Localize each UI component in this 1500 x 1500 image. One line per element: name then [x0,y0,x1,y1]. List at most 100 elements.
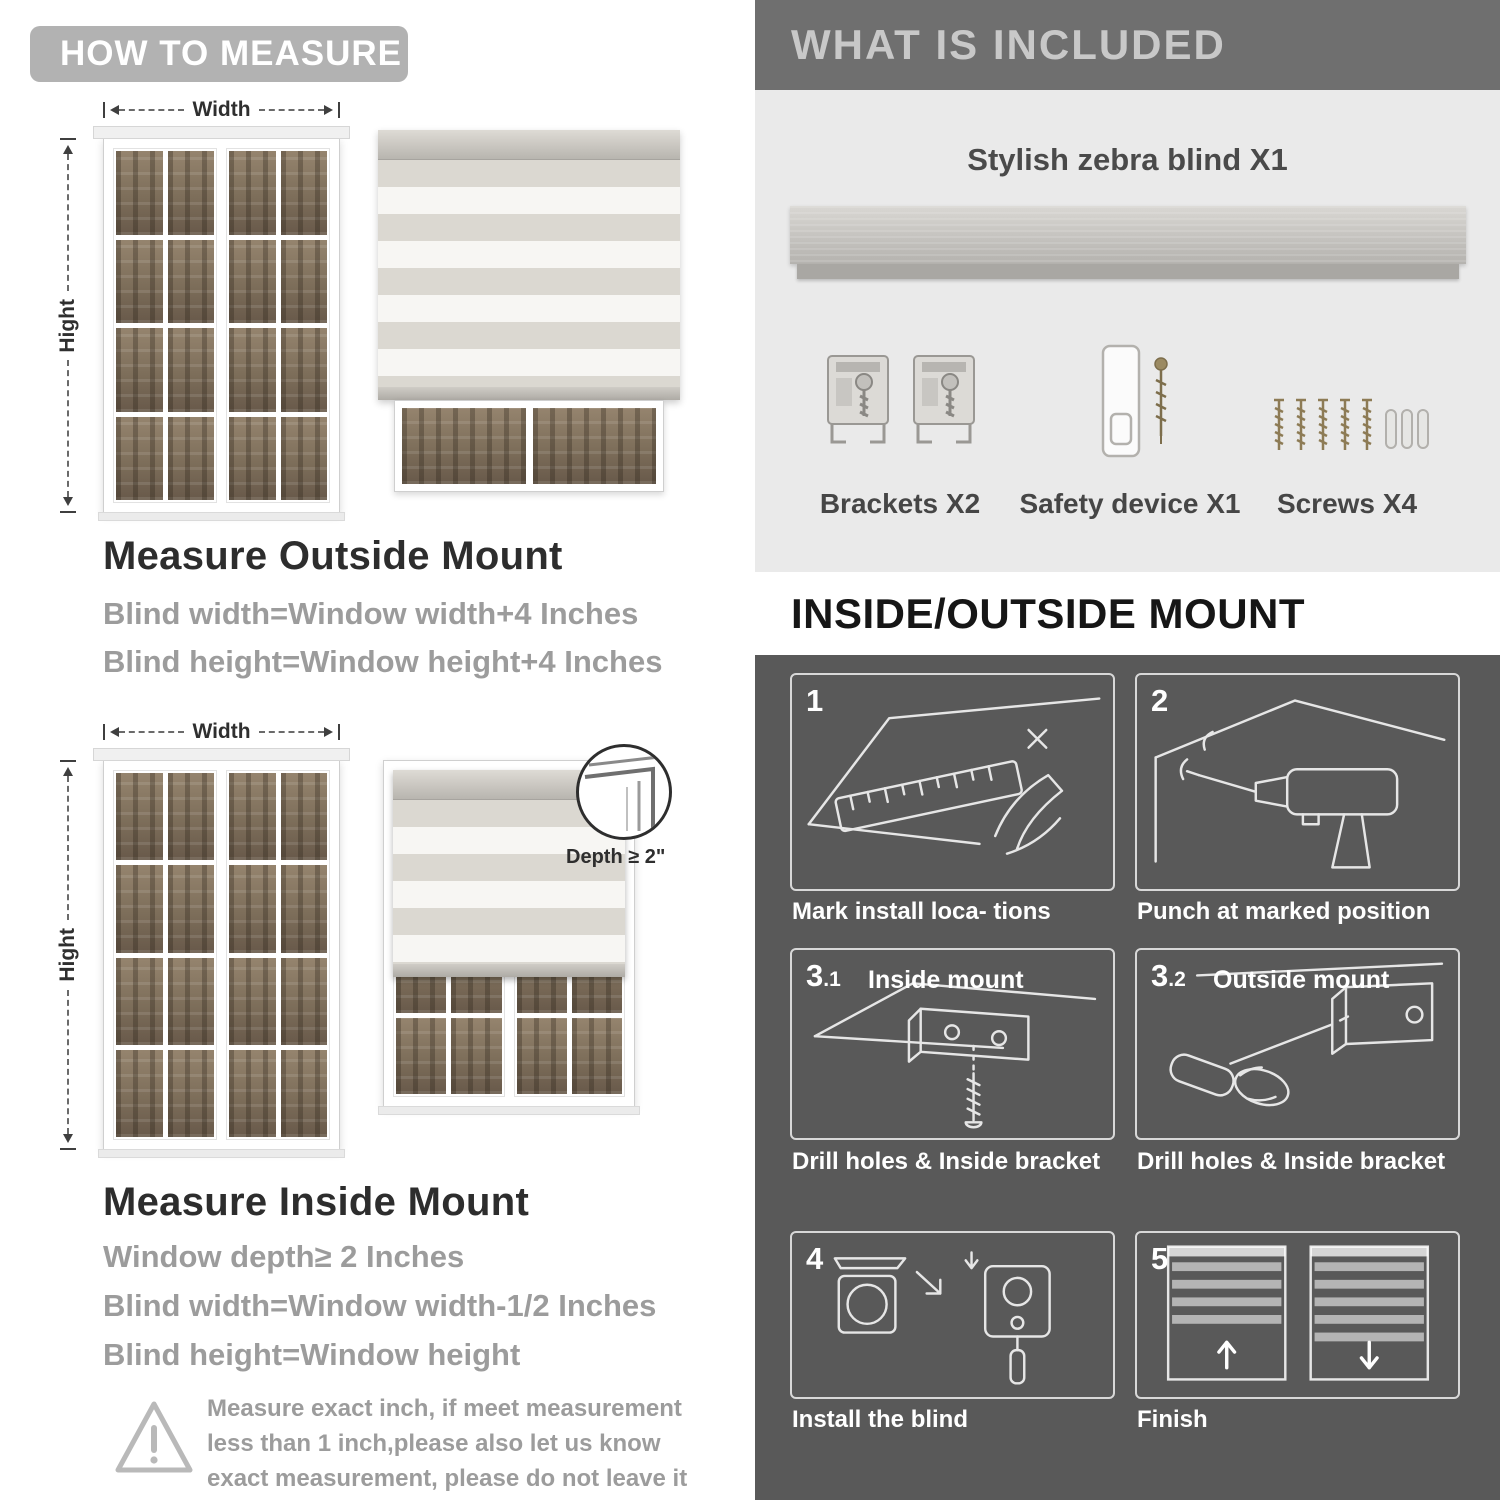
window-pane [116,328,163,412]
window-under-blind [394,400,664,492]
step-panel-4: 4 [790,1231,1115,1399]
window-pane [229,1049,276,1137]
window-sill [378,1106,640,1115]
window-pane [402,408,526,484]
arrow-right-icon [324,727,338,737]
window-pane [116,416,163,500]
inside-mount-rule-depth: Window depth≥ 2 Inches [103,1239,465,1274]
what-is-included-title: WHAT IS INCLUDED [791,21,1226,68]
arrow-up-icon [63,140,73,154]
step-number: 1 [806,683,824,718]
depth-requirement-label: Depth ≥ 2" [566,846,666,868]
step-number: 3.2 [1151,958,1186,993]
measure-dash [67,154,69,291]
safety-device-label: Safety device X1 [1019,488,1241,519]
step-title: Inside mount [868,966,1024,994]
window-pane [116,865,163,953]
inside-mount-rule-height: Blind height=Window height [103,1337,521,1372]
measure-dash [67,776,69,921]
height-measure-outside: Hight [56,138,79,513]
depth-zoom-circle [576,744,672,840]
window-with-inside-blind [378,760,640,1115]
window-pane [280,151,327,235]
blind-bottom-rail [393,964,625,977]
window-pane [116,239,163,323]
measure-end-tick [60,138,76,140]
arrow-left-icon [105,105,119,115]
window-pane [396,1017,447,1094]
arrow-left-icon [105,727,119,737]
window-pane [229,773,276,861]
step-panel-1: 1 [790,673,1115,891]
mount-section-header: INSIDE/OUTSIDE MOUNT [755,572,1500,655]
measure-dash [258,109,324,111]
safety-device-icon [1101,344,1168,458]
window-pane [167,865,214,953]
blind-stripes [378,160,680,387]
window-pane [167,239,214,323]
window-pane [280,1049,327,1137]
window-pane [229,239,276,323]
measure-end-tick [60,511,76,513]
window-pane [229,328,276,412]
window-pane [280,328,327,412]
window-pane [167,416,214,500]
inside-bracket-illustration [813,982,1097,1129]
measure-dash [67,989,69,1134]
mark-locations-illustration [807,697,1101,855]
window-pane [280,239,327,323]
measure-end-tick [60,1148,76,1150]
inside-mount-rule-width: Blind width=Window width-1/2 Inches [103,1288,657,1323]
window-sill [98,1149,345,1158]
window-pane [229,865,276,953]
window-sash [113,148,217,503]
width-label: Width [192,98,251,121]
window-pane [280,865,327,953]
window-pane [167,1049,214,1137]
window-pane [167,957,214,1045]
window-pane [280,957,327,1045]
blind-headrail [378,130,680,160]
step-caption: Punch at marked position [1137,898,1431,925]
drill-illustration [1154,699,1446,869]
window-pane [229,957,276,1045]
zebra-blind-headrail-illustration [790,206,1466,264]
measure-dash [67,360,69,497]
mount-section-title: INSIDE/OUTSIDE MOUNT [791,589,1306,637]
step-caption: Finish [1137,1406,1208,1433]
window-pane [167,151,214,235]
window-pane [167,773,214,861]
width-measure-inside: Width [103,720,340,743]
step-number: 3.1 [806,958,841,993]
measure-dash [258,731,324,733]
window-sash [113,770,217,1140]
measure-dash [119,731,185,733]
measure-end-tick [103,102,105,118]
window-pane [451,1017,502,1094]
window-pane [167,328,214,412]
step-caption: Mark install loca- tions [792,898,1051,925]
window-pane [116,957,163,1045]
width-label: Width [192,720,251,743]
step-number: 2 [1151,683,1169,718]
window-corner-detail-icon [584,755,660,831]
step-title: Outside mount [1213,966,1390,994]
window-lintel [93,126,350,139]
window-pane [532,408,656,484]
screws-label: Screws X4 [1276,488,1418,519]
blind-bottom-rail [378,387,680,400]
warning-icon [115,1401,193,1473]
step-panel-2: 2 [1135,673,1460,891]
step-number: 5 [1151,1241,1169,1276]
step-panel-5: 5 [1135,1231,1460,1399]
window-lintel [93,748,350,761]
width-measure-outside: Width [103,98,340,121]
install-blind-illustration [833,1251,1051,1385]
window-pane [116,773,163,861]
screws-icon [1274,398,1429,450]
included-product-label: Stylish zebra blind X1 [967,142,1288,177]
measure-dash [119,109,185,111]
step-number: 4 [806,1241,824,1276]
window-pane [116,151,163,235]
